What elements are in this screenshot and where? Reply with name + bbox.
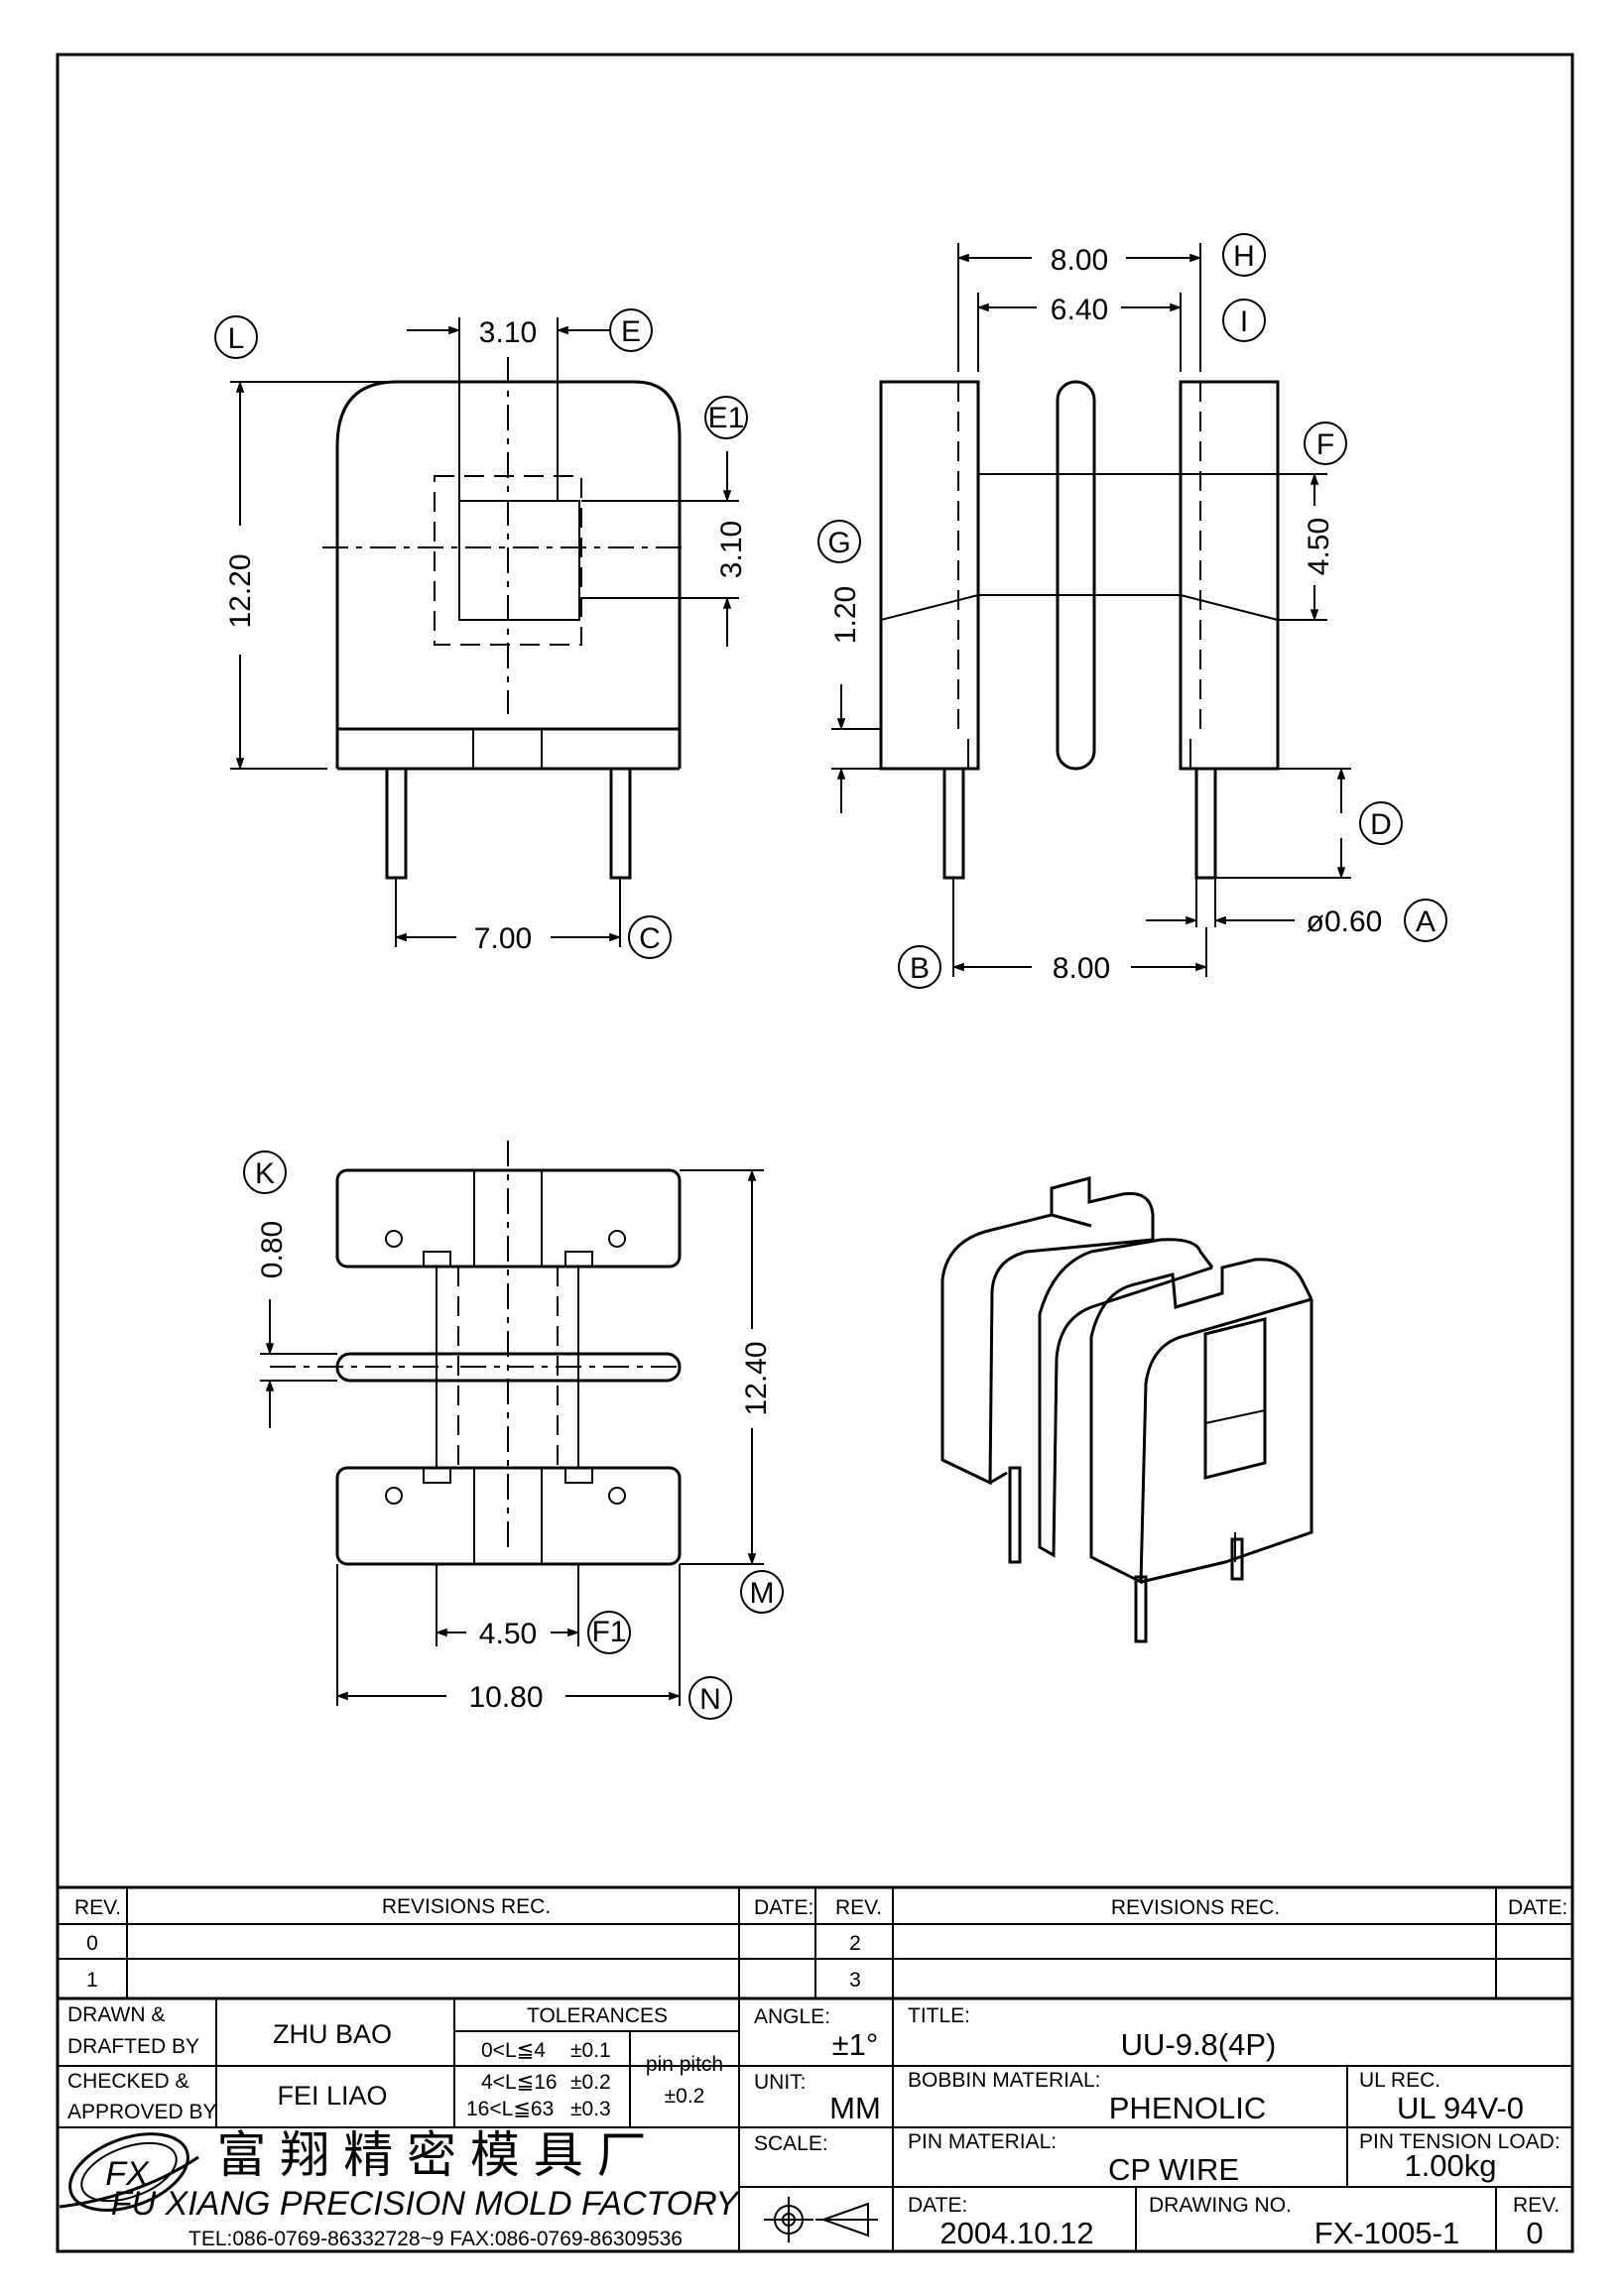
dim-width-n: 10.80 (468, 1681, 543, 1714)
dim-width-e: 3.10 (479, 316, 537, 349)
drawn-by-value: ZHU BAO (273, 2019, 392, 2049)
tol-range-2: 4<L≦16 (481, 2071, 558, 2094)
dim-width-i: 6.40 (1051, 294, 1108, 326)
label-h: H (1233, 240, 1255, 273)
drawn-label-1: DRAWN & (67, 2003, 165, 2026)
dim-pitch-b: 8.00 (1053, 952, 1110, 985)
checked-label-2: APPROVED BY (67, 2101, 217, 2123)
title-label: TITLE: (908, 2004, 970, 2027)
label-d: D (1370, 808, 1392, 841)
company-logo: FX (59, 2132, 199, 2212)
dim-height-g: 1.20 (829, 586, 862, 644)
side-view: 8.00 H 6.40 I 4.50 F 1.20 G D (817, 233, 1447, 989)
tol-value-1: ±0.1 (570, 2039, 611, 2062)
front-view: 12.20 L 3.10 E 3.10 E1 7.00 C (214, 308, 748, 959)
label-f: F (1316, 428, 1334, 461)
angle-value: ±1° (832, 2027, 879, 2062)
bobbin-material-label: BOBBIN MATERIAL: (908, 2069, 1101, 2092)
top-view: 0.80 K 12.40 M 4.50 F1 10.80 N (243, 1141, 784, 1720)
pin-material-label: PIN MATERIAL: (908, 2130, 1057, 2153)
drawing-no-label: DRAWING NO. (1149, 2194, 1292, 2217)
rev-row-0: 0 (86, 1932, 98, 1955)
label-i: I (1240, 305, 1248, 338)
rev-value: 0 (1526, 2216, 1543, 2250)
label-e1: E1 (708, 402, 745, 434)
checked-by-value: FEI LIAO (277, 2081, 387, 2111)
title-value: UU-9.8(4P) (1121, 2027, 1277, 2062)
dim-height-l: 12.20 (224, 553, 257, 628)
ul-rec-label: UL REC. (1359, 2069, 1440, 2092)
drawing-no-value: FX-1005-1 (1314, 2216, 1459, 2250)
logo-text: FX (105, 2155, 150, 2193)
label-a: A (1416, 906, 1436, 938)
title-block: REV. REVISIONS REC. DATE: REV. REVISIONS… (58, 1885, 1572, 2251)
unit-value: MM (829, 2091, 881, 2125)
rev-row-1: 1 (86, 1969, 98, 1992)
tol-value-2: ±0.2 (570, 2071, 611, 2094)
label-f1: F1 (591, 1616, 626, 1648)
tol-range-1: 0<L≦4 (481, 2039, 546, 2062)
label-n: N (699, 1683, 721, 1716)
isometric-view (940, 1176, 1313, 1643)
label-b: B (910, 952, 930, 985)
dim-height-f: 4.50 (1303, 518, 1335, 575)
dim-width-h: 8.00 (1051, 244, 1108, 277)
sheet-border (56, 53, 1574, 2253)
company-name-chinese: 富 翔 精 密 模 具 厂 (216, 2127, 646, 2183)
date-header-left: DATE: (754, 1896, 813, 1919)
dim-width-f1: 4.50 (479, 1618, 537, 1650)
scale-label: SCALE: (754, 2132, 828, 2155)
projection-symbol-icon (764, 2197, 878, 2242)
unit-label: UNIT: (754, 2071, 807, 2094)
drawn-label-2: DRAFTED BY (67, 2035, 199, 2058)
pin-pitch-label: pin pitch (646, 2053, 723, 2076)
label-c: C (639, 922, 661, 955)
pin-tension-label: PIN TENSION LOAD: (1359, 2130, 1561, 2153)
pin-pitch-value: ±0.2 (665, 2085, 705, 2108)
label-l: L (228, 322, 245, 355)
pin-material-value: CP WIRE (1108, 2152, 1239, 2187)
checked-label-1: CHECKED & (67, 2070, 189, 2093)
date-label: DATE: (908, 2194, 967, 2217)
rev-label: REV. (1513, 2194, 1560, 2217)
rev-header-right: REV. (835, 1896, 882, 1919)
date-header-right: DATE: (1508, 1896, 1567, 1919)
rev-header-left: REV. (74, 1896, 121, 1919)
pin-tension-value: 1.00kg (1404, 2148, 1496, 2183)
label-m: M (750, 1577, 775, 1610)
label-k: K (255, 1157, 275, 1190)
dim-flange-k: 0.80 (256, 1221, 289, 1278)
bobbin-material-value: PHENOLIC (1109, 2091, 1266, 2125)
label-g: G (827, 527, 850, 559)
company-name-english: FU XIANG PRECISION MOLD FACTORY (111, 2185, 741, 2223)
rev-row-2: 2 (849, 1932, 861, 1955)
tol-range-3: 16<L≦63 (466, 2098, 554, 2120)
company-contact: TEL:086-0769-86332728~9 FAX:086-0769-863… (188, 2228, 683, 2250)
angle-label: ANGLE: (754, 2005, 830, 2028)
dim-pin-pitch-c: 7.00 (474, 922, 532, 955)
label-e: E (621, 315, 641, 348)
dim-pin-diameter-a: ø0.60 (1307, 906, 1383, 938)
revisions-header-left: REVISIONS REC. (382, 1895, 551, 1918)
revisions-header-right: REVISIONS REC. (1111, 1896, 1280, 1919)
rev-row-3: 3 (849, 1969, 861, 1992)
dim-window-e1: 3.10 (715, 521, 748, 578)
date-value: 2004.10.12 (939, 2216, 1093, 2250)
dim-length-m: 12.40 (740, 1341, 773, 1415)
tolerances-header: TOLERANCES (527, 2004, 668, 2027)
ul-rec-value: UL 94V-0 (1397, 2091, 1524, 2125)
tol-value-3: ±0.3 (570, 2098, 611, 2120)
